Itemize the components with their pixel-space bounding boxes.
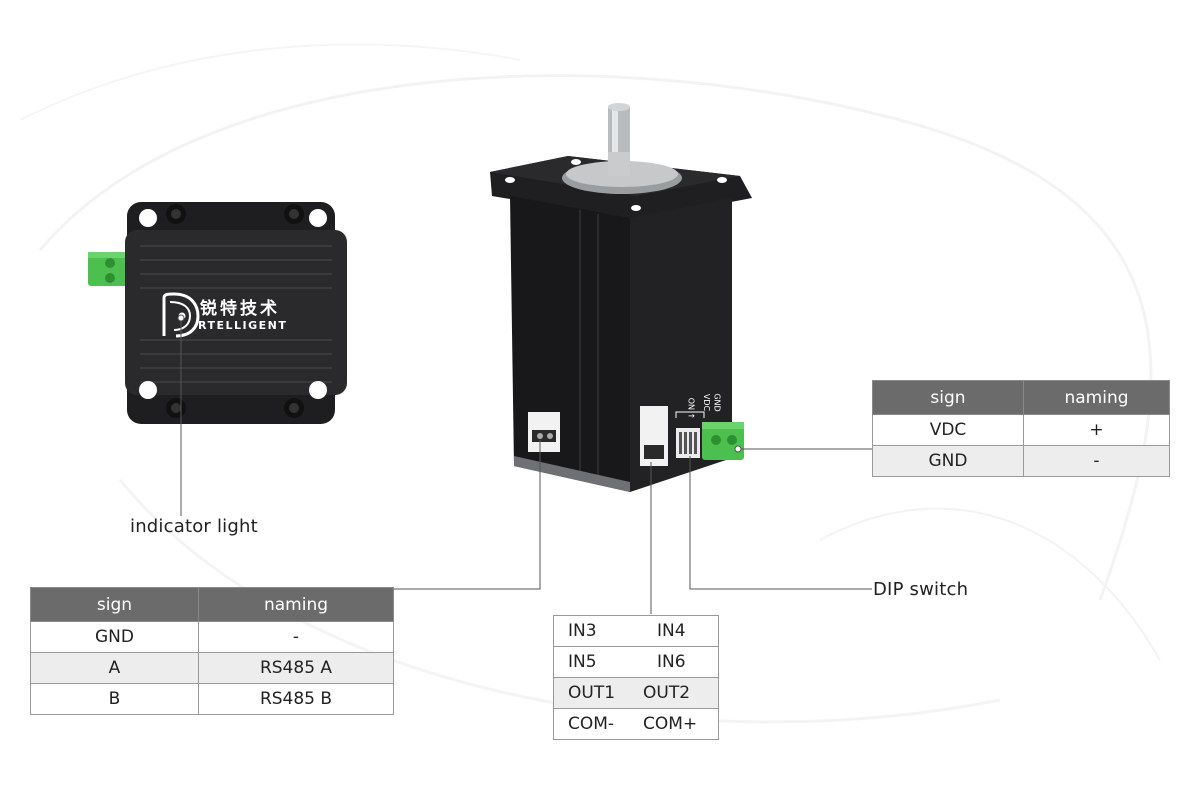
dip-switch-block xyxy=(676,428,700,458)
power-row-naming: - xyxy=(1023,445,1170,477)
dip-switch-label: DIP switch xyxy=(873,579,969,600)
rs485-header-naming: naming xyxy=(198,587,394,622)
power-header-naming: naming xyxy=(1023,380,1170,415)
power-row-sign: VDC xyxy=(872,414,1024,446)
rs485-row-naming: RS485 A xyxy=(198,652,394,684)
io-connector xyxy=(640,406,668,466)
io-cell: IN4 xyxy=(643,615,719,647)
io-cell: IN6 xyxy=(643,646,719,678)
io-cell: COM- xyxy=(553,708,643,740)
rs485-connector xyxy=(528,412,560,452)
rs485-row-sign: GND xyxy=(30,621,199,653)
power-table: sign naming VDC + GND - xyxy=(872,380,1170,477)
rs485-row-sign: B xyxy=(30,683,199,715)
rs485-row-naming: - xyxy=(198,621,394,653)
driver-screws xyxy=(139,204,327,418)
io-cell: IN3 xyxy=(553,615,643,647)
motor-power-terminal xyxy=(702,422,744,460)
stepper-motor xyxy=(490,103,752,492)
indicator-light-label: indicator light xyxy=(130,516,258,537)
io-cell: OUT1 xyxy=(553,677,643,709)
io-cell: COM+ xyxy=(643,708,719,740)
power-header-sign: sign xyxy=(872,380,1024,415)
rs485-row-naming: RS485 B xyxy=(198,683,394,715)
rs485-table: sign naming GND - A RS485 A B RS485 B xyxy=(30,587,394,715)
brand-name-en: RTELLIGENT xyxy=(198,319,288,332)
rs485-header-sign: sign xyxy=(30,587,199,622)
io-table: IN3 IN4 IN5 IN6 OUT1 OUT2 COM- COM+ xyxy=(553,615,719,740)
io-cell: OUT2 xyxy=(643,677,719,709)
driver-green-terminal xyxy=(88,252,130,286)
io-cell: IN5 xyxy=(553,646,643,678)
power-row-sign: GND xyxy=(872,445,1024,477)
dip-marks xyxy=(675,411,705,418)
rs485-row-sign: A xyxy=(30,652,199,684)
power-row-naming: + xyxy=(1023,414,1170,446)
brand-name-cn: 锐特技术 xyxy=(200,299,280,319)
